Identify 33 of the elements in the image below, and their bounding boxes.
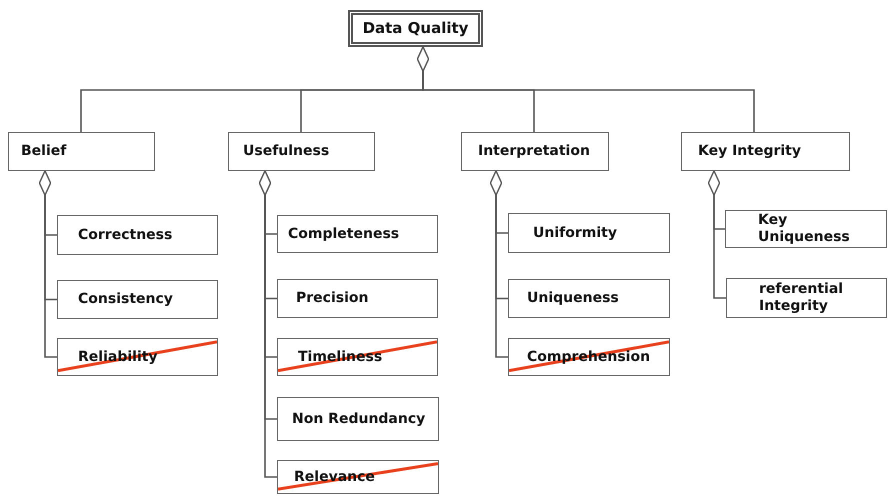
aggregation-connector: [708, 170, 726, 299]
box-label: Non Redundancy: [292, 410, 426, 428]
root-class-box: [348, 10, 483, 47]
box-label: Completeness: [288, 226, 400, 242]
class-box: [725, 210, 887, 248]
class-box: [277, 279, 438, 318]
aggregation-connector: [258, 170, 277, 478]
box-label: Uniformity: [533, 224, 617, 242]
class-box: [461, 132, 609, 171]
class-box: [681, 132, 850, 171]
class-box: [277, 215, 438, 253]
class-box: [277, 397, 439, 441]
class-box: [508, 279, 670, 318]
aggregation-connector: [38, 170, 57, 358]
aggregation-connector: [490, 170, 508, 358]
box-label: Belief: [21, 143, 66, 160]
box-label: referential Integrity: [759, 281, 844, 315]
box-label: Data Quality: [362, 20, 468, 37]
box-label: Usefulness: [243, 143, 330, 160]
box-label: Key Uniqueness: [758, 212, 851, 246]
box-label: Uniqueness: [527, 290, 619, 307]
class-box: [57, 215, 218, 255]
box-label: Consistency: [78, 291, 173, 308]
class-box: [508, 213, 670, 253]
box-label: Key Integrity: [698, 143, 802, 160]
aggregation-connector: [416, 46, 755, 132]
class-box: [8, 132, 155, 171]
class-box: [726, 278, 887, 318]
box-label: Correctness: [78, 226, 172, 244]
box-label: Interpretation: [478, 143, 590, 160]
box-label: Precision: [296, 290, 368, 307]
class-box: [57, 280, 218, 319]
class-box: [228, 132, 375, 171]
